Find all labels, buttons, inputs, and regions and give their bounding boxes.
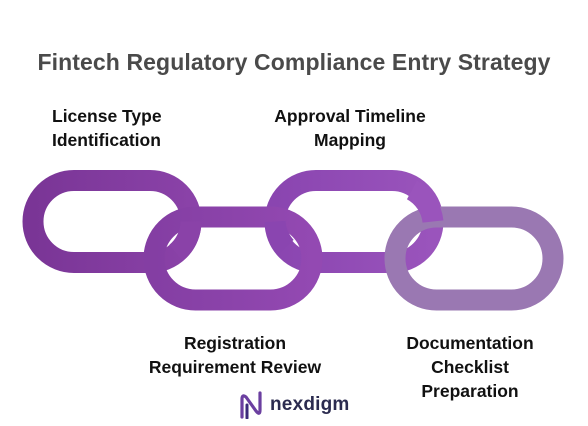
step-label-line: Checklist (431, 357, 509, 377)
nexdigm-logo-icon (240, 391, 262, 419)
chain-link-4 (384, 206, 564, 311)
chain-link-3 (143, 206, 323, 311)
step-label-line: Requirement Review (148, 357, 322, 377)
chain-link-2-overlap-right (406, 180, 444, 224)
brand-logo: nexdigm (239, 389, 359, 423)
step-label-approval-timeline: Approval Timeline Mapping (255, 104, 445, 152)
step-label-line: Approval Timeline (274, 106, 426, 126)
chain-link-1-overlap (168, 220, 202, 262)
step-label-line: Registration (183, 333, 287, 353)
page-title: Fintech Regulatory Compliance Entry Stra… (37, 49, 551, 75)
brand-name: nexdigm (270, 394, 350, 415)
step-label-documentation: Documentation Checklist Preparation (380, 331, 560, 403)
step-label-line: License Type (52, 106, 162, 126)
step-label-license-type: License Type Identification (52, 104, 162, 152)
step-label-line: Mapping (314, 130, 386, 150)
step-label-line: Identification (52, 130, 161, 150)
step-label-line: Preparation (421, 381, 519, 401)
step-label-line: Documentation (406, 333, 534, 353)
chain-link-2-overlap (264, 220, 295, 255)
step-label-registration: Registration Requirement Review (120, 331, 350, 379)
